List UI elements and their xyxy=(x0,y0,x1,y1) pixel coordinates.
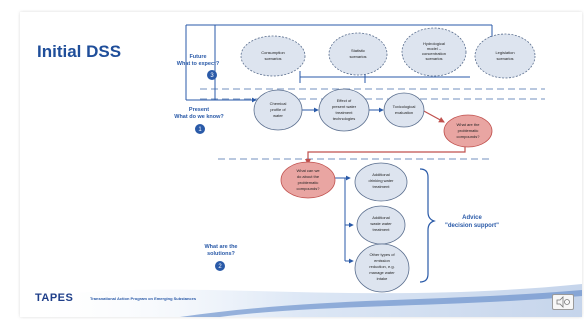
svg-text:compounds?: compounds? xyxy=(457,134,481,139)
svg-text:What do we know?: What do we know? xyxy=(174,114,224,120)
svg-text:"decision support": "decision support" xyxy=(445,223,499,229)
solutions-number-badge xyxy=(215,261,225,271)
node-effect-treatment: Effect of present water treatment techno… xyxy=(318,88,370,132)
svg-text:manage water: manage water xyxy=(369,270,395,275)
svg-text:problematic: problematic xyxy=(298,180,319,185)
svg-text:evaluation: evaluation xyxy=(395,110,413,115)
svg-text:What can we: What can we xyxy=(296,168,320,173)
svg-text:problematic: problematic xyxy=(458,128,479,133)
svg-text:waste water: waste water xyxy=(370,221,392,226)
svg-text:treatment: treatment xyxy=(373,227,391,232)
section-advice: Advice "decision support" xyxy=(445,215,499,229)
svg-text:Hydrological: Hydrological xyxy=(423,41,445,46)
svg-text:treatment: treatment xyxy=(373,184,391,189)
node-problematic-compounds: What are the problematic compounds? xyxy=(443,114,493,148)
slide-title: Initial DSS xyxy=(37,42,122,61)
slide: Initial DSS xyxy=(20,12,582,317)
svg-text:treatment: treatment xyxy=(336,110,354,115)
section-present: Present What do we know? 1 xyxy=(174,107,224,134)
present-number-badge xyxy=(195,124,205,134)
svg-text:Effect of: Effect of xyxy=(337,98,352,103)
svg-text:scenarios: scenarios xyxy=(349,54,366,59)
svg-text:2: 2 xyxy=(218,264,222,270)
svg-text:Chemical: Chemical xyxy=(270,101,287,106)
dss-diagram: Consumption scenarios Statistic scenario… xyxy=(20,24,582,317)
svg-text:concentration: concentration xyxy=(422,51,446,56)
node-consumption: Consumption scenarios xyxy=(240,35,306,77)
node-statistic: Statistic scenarios xyxy=(328,32,388,76)
section-solutions: What are the solutions? 2 xyxy=(204,244,238,271)
svg-text:water: water xyxy=(273,113,283,118)
node-what-can-we-do: What can we do about the problematic com… xyxy=(280,161,336,199)
svg-text:1: 1 xyxy=(198,127,202,133)
node-hydrological: Hydrological model – concentration scena… xyxy=(401,27,467,77)
svg-text:scenarios: scenarios xyxy=(264,56,281,61)
svg-text:drinking water: drinking water xyxy=(369,178,395,183)
svg-text:Advice: Advice xyxy=(462,215,482,221)
svg-text:Future: Future xyxy=(189,54,206,60)
footer-wave xyxy=(20,284,582,317)
svg-text:Present: Present xyxy=(189,107,209,113)
svg-text:What to expect?: What to expect? xyxy=(177,61,220,67)
node-waste-water: Additional waste water treatment xyxy=(356,205,406,245)
svg-text:do about the: do about the xyxy=(297,174,320,179)
svg-text:reduction, e.g.: reduction, e.g. xyxy=(369,264,394,269)
svg-text:profile of: profile of xyxy=(270,107,286,112)
svg-text:scenarios: scenarios xyxy=(496,56,513,61)
advice-brace xyxy=(419,168,436,283)
svg-text:Legislation: Legislation xyxy=(495,50,514,55)
svg-text:compounds?: compounds? xyxy=(297,186,321,191)
svg-text:emission: emission xyxy=(374,258,390,263)
node-legislation: Legislation scenarios xyxy=(474,33,536,79)
footer-wave-accent xyxy=(180,290,582,317)
svg-text:Other types of: Other types of xyxy=(369,252,395,257)
svg-text:Consumption: Consumption xyxy=(261,50,285,55)
svg-text:Toxicological: Toxicological xyxy=(393,104,416,109)
svg-text:Statistic: Statistic xyxy=(351,48,365,53)
svg-text:scenarios: scenarios xyxy=(425,56,442,61)
node-chemical-profile: Chemical profile of water xyxy=(253,89,303,131)
tapes-logo: TAPES xyxy=(35,292,74,304)
node-toxicological: Toxicological evaluation xyxy=(383,92,425,128)
svg-text:solutions?: solutions? xyxy=(207,251,235,257)
svg-text:model –: model – xyxy=(427,46,442,51)
sound-icon[interactable] xyxy=(552,294,574,310)
svg-text:What are the: What are the xyxy=(204,244,237,250)
footer-program-name: Transnational Action Program on Emerging… xyxy=(90,296,197,301)
section-future: Future What to expect? 3 xyxy=(177,54,220,80)
svg-text:What are the: What are the xyxy=(457,122,481,127)
node-drinking-water: Additional drinking water treatment xyxy=(354,162,408,202)
svg-text:present water: present water xyxy=(332,104,357,109)
svg-text:intake: intake xyxy=(377,276,388,281)
svg-text:Additional: Additional xyxy=(372,215,390,220)
svg-text:3: 3 xyxy=(210,73,214,79)
svg-text:technologies: technologies xyxy=(333,116,355,121)
svg-text:Additional: Additional xyxy=(372,172,390,177)
node-other-emission: Other types of emission reduction, e.g. … xyxy=(354,243,410,293)
future-number-badge xyxy=(207,70,217,80)
